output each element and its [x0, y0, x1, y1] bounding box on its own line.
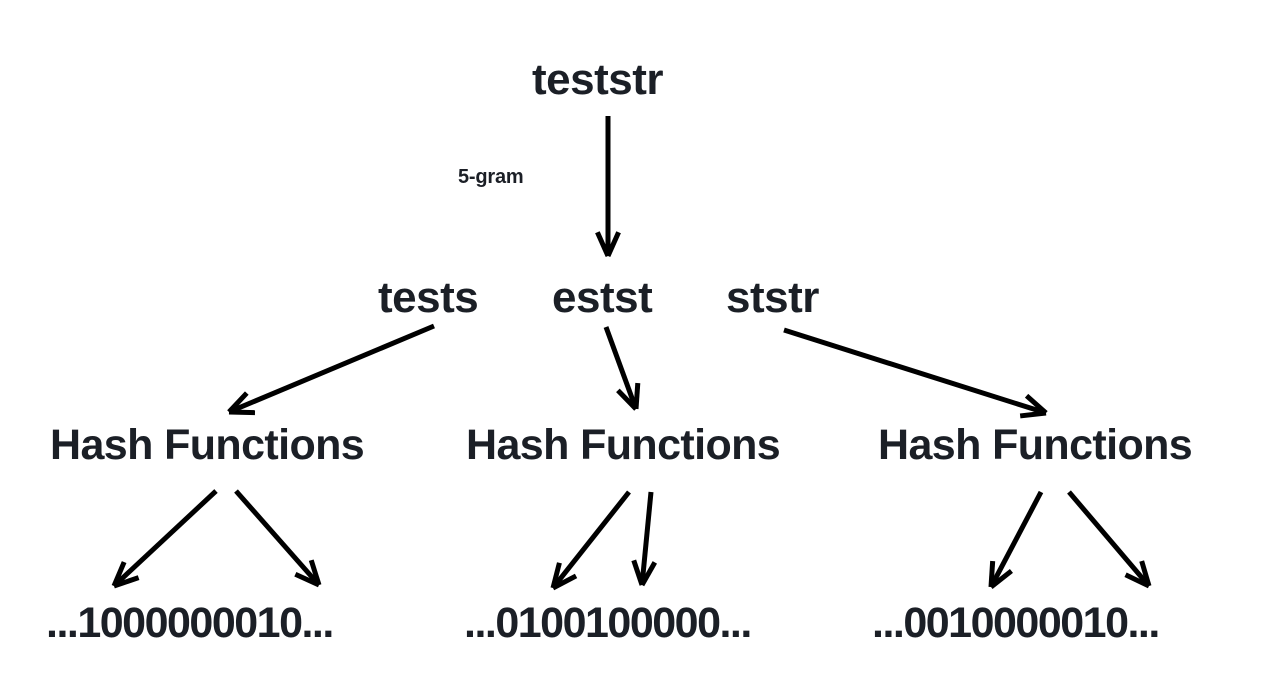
bit-vector-2: ...0100100000... [464, 599, 752, 647]
bit-vector-3: ...0010000010... [872, 599, 1160, 647]
arrow-group [111, 116, 1152, 591]
ststr-to-hash-head-b [1024, 393, 1048, 415]
hash1-to-bits-right [234, 489, 319, 584]
estst-to-hash [603, 326, 637, 407]
root-to-ngrams-head-a [595, 231, 611, 258]
hash3-to-bits-left-head-b [989, 568, 1013, 589]
hash2-to-bits-left [553, 490, 631, 587]
ststr-to-hash-head-a [1019, 410, 1047, 419]
tests-to-hash-head-a [227, 391, 249, 414]
hash3-to-bits-left-head-a [988, 560, 996, 588]
hash1-to-bits-left-head-a [111, 561, 127, 587]
hash3-to-bits-right [1067, 490, 1149, 585]
ngram-node-estst: estst [552, 273, 653, 322]
hash1-to-bits-right-head-b [308, 559, 322, 586]
hash2-to-bits-right [639, 491, 654, 582]
bit-vector-1: ...1000000010... [46, 599, 334, 647]
hash2-to-bits-right-head-a [631, 559, 645, 586]
root-to-ngrams-head-b [605, 231, 621, 258]
ngram-node-ststr: ststr [726, 273, 819, 322]
hash3-to-bits-right-head-b [1139, 560, 1152, 587]
hash-functions-label-2: Hash Functions [466, 421, 781, 469]
hash-functions-label-1: Hash Functions [50, 421, 365, 469]
hash2-to-bits-left-head-a [550, 562, 562, 589]
ststr-to-hash [783, 327, 1043, 415]
estst-to-hash-head-b [633, 382, 641, 410]
tests-to-hash [231, 323, 435, 413]
hash2-to-bits-right-head-b [639, 561, 658, 587]
hash1-to-bits-right-head-a [294, 571, 321, 588]
hash1-to-bits-left-head-b [113, 575, 140, 589]
hash3-to-bits-left [990, 490, 1044, 585]
hash2-to-bits-left-head-b [551, 573, 578, 591]
ngram-edge-label: 5-gram [458, 166, 524, 188]
hash-functions-label-3: Hash Functions [878, 421, 1193, 469]
hash3-to-bits-right-head-a [1124, 572, 1151, 589]
estst-to-hash-head-a [616, 388, 638, 411]
tests-to-hash-head-b [228, 409, 256, 416]
root-string-node: teststr [532, 55, 664, 104]
ngram-node-tests: tests [378, 273, 479, 322]
hash1-to-bits-left [115, 489, 218, 586]
